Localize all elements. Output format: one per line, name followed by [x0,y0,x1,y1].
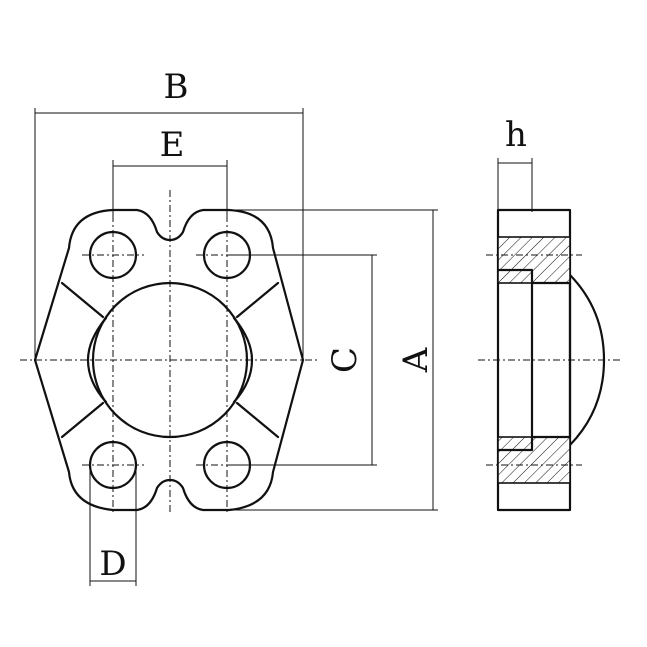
rib-line [60,401,105,439]
dimension-label-h: h [505,115,527,155]
dimension-B: B [34,67,304,362]
dimension-label-A: A [396,347,436,373]
dimension-h: h [497,115,533,212]
dimension-label-D: D [99,544,126,584]
front-view [20,190,318,515]
rib-line [235,281,280,319]
dimension-D: D [89,465,137,586]
rib-line [60,281,105,319]
dimension-label-C: C [325,347,365,373]
dimension-label-B: B [164,67,189,107]
dimension-C: C [227,254,377,466]
side-view [478,208,622,512]
dimension-A: A [205,209,438,511]
rib-line [235,401,280,439]
dimension-E: E [112,125,228,215]
dimension-label-E: E [160,125,185,165]
bore-lens-left [86,316,108,404]
